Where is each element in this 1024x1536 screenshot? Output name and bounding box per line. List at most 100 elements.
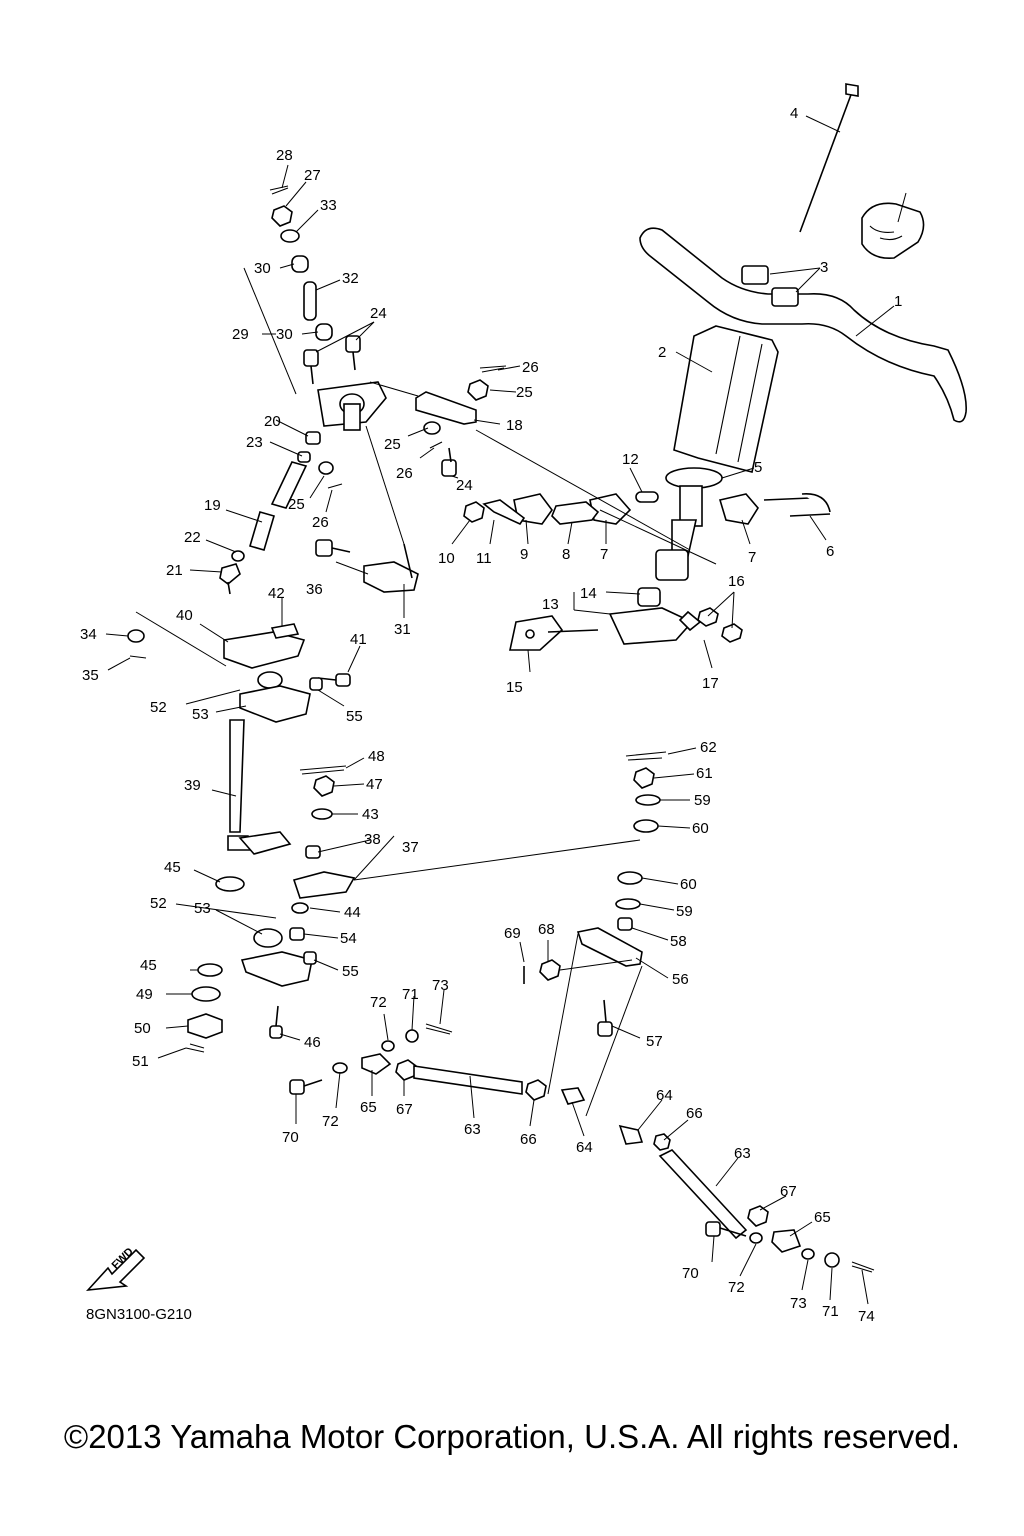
callout-11: 11	[476, 550, 492, 567]
callout-25: 25	[288, 496, 305, 513]
callout-66: 66	[686, 1105, 703, 1122]
callout-24: 24	[456, 477, 473, 494]
callout-8: 8	[562, 546, 570, 563]
callout-41: 41	[350, 631, 367, 648]
callout-29: 29	[232, 326, 249, 343]
callout-50: 50	[134, 1020, 151, 1037]
callout-14: 14	[580, 585, 597, 602]
callout-19: 19	[204, 497, 221, 514]
callout-25: 25	[516, 384, 533, 401]
callout-42: 42	[268, 585, 285, 602]
part-drawings	[85, 83, 967, 1292]
callout-53: 53	[194, 900, 211, 917]
copyright-notice: ©2013 Yamaha Motor Corporation, U.S.A. A…	[63, 1418, 961, 1455]
callout-16: 16	[728, 573, 745, 590]
callout-23: 23	[246, 434, 263, 451]
callout-58: 58	[670, 933, 687, 950]
callout-12: 12	[622, 451, 639, 468]
callout-69: 69	[504, 925, 521, 942]
callout-6: 6	[826, 543, 834, 560]
callout-30: 30	[276, 326, 293, 343]
callout-30: 30	[254, 260, 271, 277]
callout-28: 28	[276, 147, 293, 164]
callout-39: 39	[184, 777, 201, 794]
callout-10: 10	[438, 550, 455, 567]
callout-26: 26	[312, 514, 329, 531]
callout-68: 68	[538, 921, 555, 938]
callout-26: 26	[522, 359, 539, 376]
callout-20: 20	[264, 413, 281, 430]
callout-64: 64	[576, 1139, 593, 1156]
callout-31: 31	[394, 621, 411, 638]
callout-37: 37	[402, 839, 419, 856]
callout-46: 46	[304, 1034, 321, 1051]
callout-54: 54	[340, 930, 357, 947]
callout-24: 24	[370, 305, 387, 322]
callout-72: 72	[322, 1113, 339, 1130]
callout-70: 70	[282, 1129, 299, 1146]
callout-13: 13	[542, 596, 559, 613]
callout-65: 65	[814, 1209, 831, 1226]
callout-36: 36	[306, 581, 323, 598]
leader-lines	[105, 115, 907, 1305]
callout-45: 45	[164, 859, 181, 876]
callout-56: 56	[672, 971, 689, 988]
callout-67: 67	[396, 1101, 413, 1118]
callout-66: 66	[520, 1131, 537, 1148]
callout-73: 73	[432, 977, 449, 994]
callout-44: 44	[344, 904, 361, 921]
callout-62: 62	[700, 739, 717, 756]
callout-48: 48	[368, 748, 385, 765]
callout-57: 57	[646, 1033, 663, 1050]
callout-5: 5	[754, 459, 762, 476]
callout-18: 18	[506, 417, 523, 434]
callout-4: 4	[790, 105, 798, 122]
callout-47: 47	[366, 776, 383, 793]
callout-22: 22	[184, 529, 201, 546]
callout-60: 60	[692, 820, 709, 837]
callout-63: 63	[464, 1121, 481, 1138]
callout-63: 63	[734, 1145, 751, 1162]
callout-7: 7	[748, 549, 756, 566]
callout-numbers: 1 2 3 4 5 6 7 7 8 9 10 11 12 13 14 15 16…	[80, 105, 902, 1325]
callout-67: 67	[780, 1183, 797, 1200]
callout-70: 70	[682, 1265, 699, 1282]
callout-9: 9	[520, 546, 528, 563]
callout-49: 49	[136, 986, 153, 1003]
callout-15: 15	[506, 679, 523, 696]
callout-25: 25	[384, 436, 401, 453]
callout-53: 53	[192, 706, 209, 723]
callout-61: 61	[696, 765, 713, 782]
callout-3: 3	[820, 259, 828, 276]
callout-45: 45	[140, 957, 157, 974]
callout-43: 43	[362, 806, 379, 823]
callout-32: 32	[342, 270, 359, 287]
callout-17: 17	[702, 675, 719, 692]
callout-55: 55	[342, 963, 359, 980]
callout-52: 52	[150, 895, 167, 912]
callout-27: 27	[304, 167, 321, 184]
callout-73: 74	[858, 1308, 875, 1325]
callout-52: 52	[150, 699, 167, 716]
callout-60: 60	[680, 876, 697, 893]
callout-65: 65	[360, 1099, 377, 1116]
callout-34: 34	[80, 626, 97, 643]
callout-71: 71	[822, 1303, 839, 1320]
callout-72: 73	[790, 1295, 807, 1312]
callout-64: 64	[656, 1087, 673, 1104]
callout-51: 51	[132, 1053, 149, 1070]
callout-33: 33	[320, 197, 337, 214]
fwd-arrow-icon	[85, 1248, 146, 1292]
callout-72: 72	[370, 994, 387, 1011]
callout-7: 7	[600, 546, 608, 563]
callout-71: 71	[402, 986, 419, 1003]
callout-72: 72	[728, 1279, 745, 1296]
callout-38: 38	[364, 831, 381, 848]
callout-55: 55	[346, 708, 363, 725]
callout-40: 40	[176, 607, 193, 624]
callout-59: 59	[676, 903, 693, 920]
callout-35: 35	[82, 667, 99, 684]
drawing-code: 8GN3100-G210	[86, 1306, 192, 1323]
callout-21: 21	[166, 562, 183, 579]
callout-2: 2	[658, 344, 666, 361]
